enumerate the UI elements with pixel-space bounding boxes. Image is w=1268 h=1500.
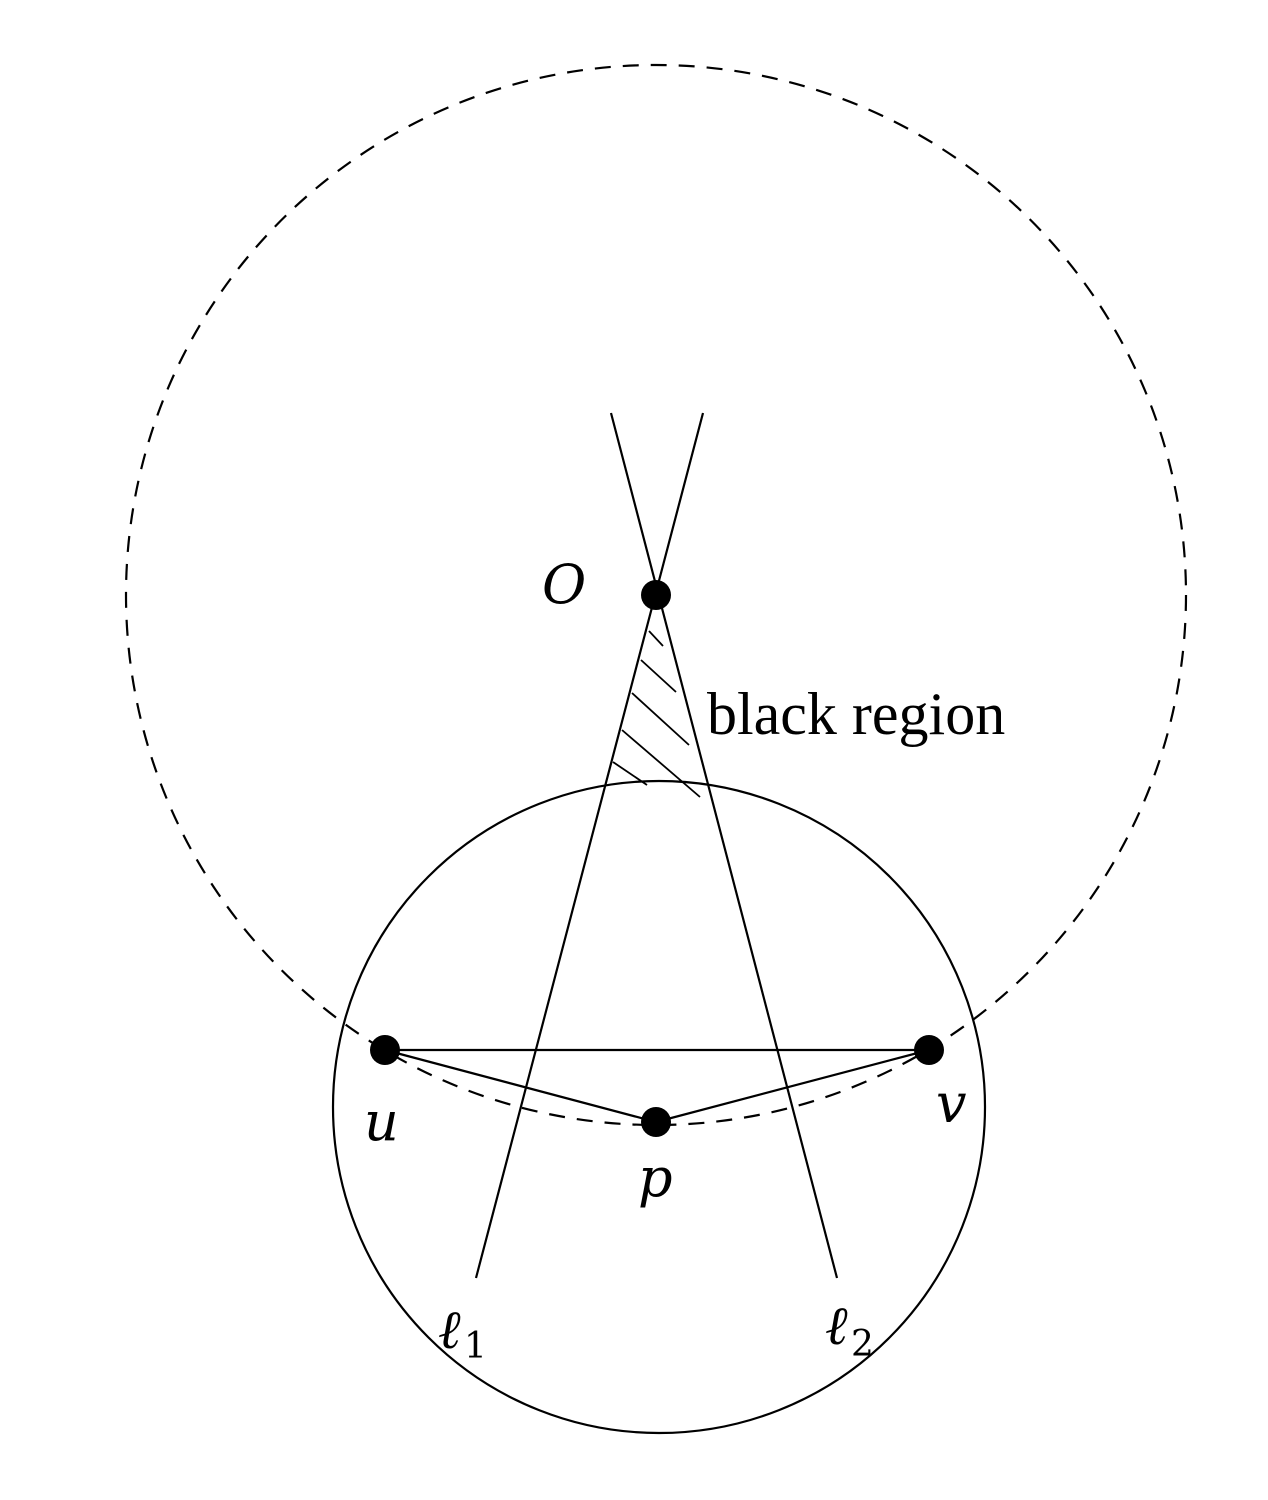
point-v <box>914 1035 944 1065</box>
line-l1 <box>474 412 705 1279</box>
solid-circle <box>331 779 987 1435</box>
label-l1-subscript: 1 <box>464 1326 487 1367</box>
segment-p-v <box>655 1048 930 1124</box>
point-O <box>641 580 671 610</box>
dashed-circle <box>124 63 1188 1127</box>
label-u: u <box>364 1090 399 1153</box>
black-region-label: black region <box>707 681 1005 747</box>
label-l1: ℓ <box>438 1298 461 1361</box>
point-u <box>370 1035 400 1065</box>
label-p: p <box>638 1146 673 1209</box>
point-p <box>641 1107 671 1137</box>
segment-u-p <box>384 1048 657 1124</box>
line-l2 <box>609 412 839 1279</box>
black-region-hatching <box>612 630 701 798</box>
label-O: O <box>542 553 586 616</box>
label-v: v <box>936 1072 967 1135</box>
label-l2-subscript: 2 <box>851 1324 874 1365</box>
label-l2: ℓ <box>825 1294 848 1357</box>
